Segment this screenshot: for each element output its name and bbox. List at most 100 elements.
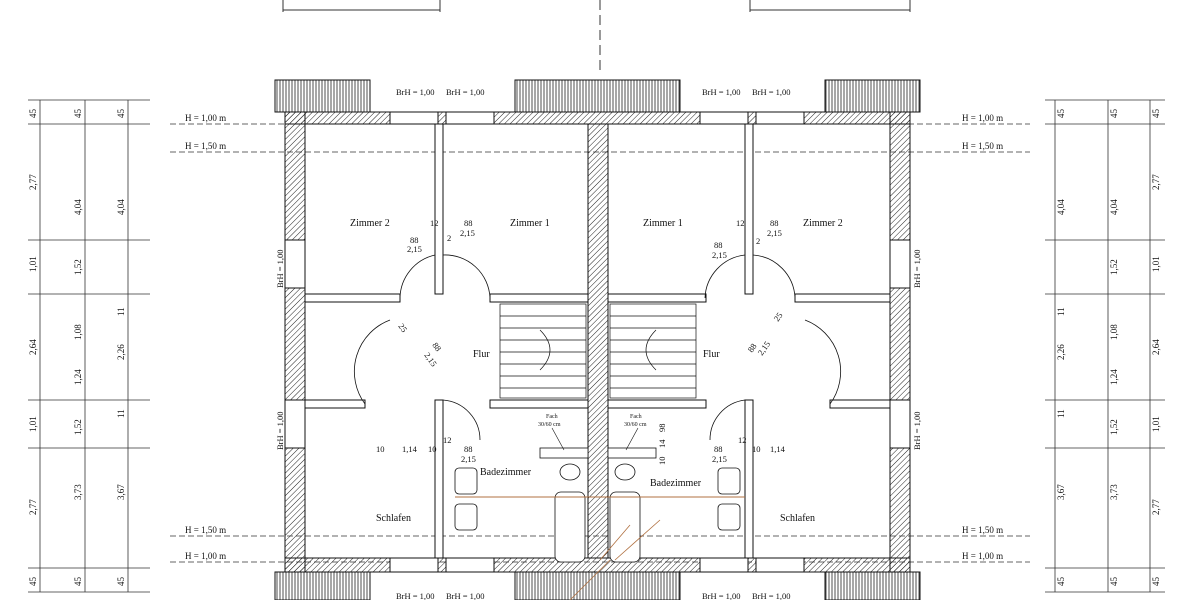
door-swings <box>353 254 842 441</box>
dim-right-277: 2,77 <box>1151 174 1161 190</box>
dim-215-flur-l: 2,15 <box>422 350 439 368</box>
dim-right-in-45-top: 45 <box>1056 109 1066 119</box>
dim-right-mid-124: 1,24 <box>1109 369 1119 385</box>
h150-right-bottom: H = 1,50 m <box>962 525 1003 535</box>
dim-885-bl: 88 <box>464 444 473 454</box>
dim-mid-152b: 1,52 <box>73 419 83 435</box>
room-schlafen-left: Schlafen <box>376 513 411 524</box>
dim-10-v: 10 <box>657 457 667 466</box>
dim-mid-108: 1,08 <box>73 324 83 340</box>
dim-114-l: 1,14 <box>402 444 418 454</box>
dim-12-bl: 12 <box>443 435 452 445</box>
dim-right-mid-108: 1,08 <box>1109 324 1119 340</box>
dim-left-45-bottom: 45 <box>28 577 38 587</box>
dim-right-45-bottom: 45 <box>1151 577 1161 587</box>
dim-215-br: 2,15 <box>712 454 727 464</box>
dim-left-101: 1,01 <box>28 256 38 272</box>
top-grid-lines <box>282 0 911 70</box>
dim-12-br: 12 <box>738 435 747 445</box>
staircase-right <box>609 303 697 399</box>
brh-top-4: BrH = 1,00 <box>752 87 791 97</box>
fach-labels: Fach 30/60 cm Fach 30/60 cm <box>538 414 647 428</box>
room-schlafen-right: Schlafen <box>780 513 815 524</box>
brh-bottom-2: BrH = 1,00 <box>446 591 485 600</box>
dim-left-101b: 1,01 <box>28 416 38 432</box>
dim-left-45-top: 45 <box>28 109 38 119</box>
ventilation-arrows <box>569 519 661 600</box>
fach-left: Fach <box>546 414 558 420</box>
dim-in-45-bottom: 45 <box>116 577 126 587</box>
dim-right-mid-152b: 1,52 <box>1109 419 1119 435</box>
dim-10-r: 10 <box>752 444 761 454</box>
window-openings <box>284 111 911 573</box>
brh-bottom-3: BrH = 1,00 <box>702 591 741 600</box>
room-badezimmer-right: Badezimmer <box>650 478 702 489</box>
height-labels: H = 1,00 m H = 1,50 m H = 1,00 m H = 1,5… <box>185 113 1003 561</box>
dim-10-l: 10 <box>376 444 385 454</box>
dim-mid-152: 1,52 <box>73 259 83 275</box>
dim-right-in-226: 2,26 <box>1056 344 1066 360</box>
dim-25-flur-r: 25 <box>771 310 784 323</box>
dim-right-in-11: 11 <box>1056 307 1066 316</box>
dim-right-mid-45-top: 45 <box>1109 109 1119 119</box>
dim-mid-373: 3,73 <box>73 484 83 500</box>
h150-left-bottom: H = 1,50 m <box>185 525 226 535</box>
room-badezimmer-left: Badezimmer <box>480 467 532 478</box>
dim-right-mid-152: 1,52 <box>1109 259 1119 275</box>
brh-labels: BrH = 1,00 BrH = 1,00 BrH = 1,00 BrH = 1… <box>275 87 922 600</box>
dim-215-l: 2,15 <box>460 228 475 238</box>
dim-885-l: 88 <box>464 218 473 228</box>
dim-215-r2: 2,15 <box>712 250 727 260</box>
dim-10b-l: 10 <box>428 444 437 454</box>
dim-885-r2: 88 <box>714 240 723 250</box>
dim-right-45-top: 45 <box>1151 109 1161 119</box>
staircase-left <box>499 303 587 399</box>
dim-right-mid-404: 4,04 <box>1109 199 1119 215</box>
dim-12-l: 12 <box>430 218 439 228</box>
brh-top-2: BrH = 1,00 <box>446 87 485 97</box>
h100-left-bottom: H = 1,00 m <box>185 551 226 561</box>
room-names: Zimmer 2 Zimmer 1 Zimmer 1 Zimmer 2 Flur… <box>350 218 843 524</box>
dim-215-l2: 2,15 <box>407 244 422 254</box>
dim-right-101b: 1,01 <box>1151 416 1161 432</box>
dim-215-r: 2,15 <box>767 228 782 238</box>
dim-114-r: 1,14 <box>770 444 786 454</box>
dim-25-flur-l: 25 <box>396 321 409 334</box>
fach-size-right: 30/60 cm <box>624 422 647 428</box>
door-dim-labels: 12 88 2,15 88 2,15 2 12 88 2,15 88 2,15 … <box>376 218 786 465</box>
h100-right-top: H = 1,00 m <box>962 113 1003 123</box>
brh-side-right-2: BrH = 1,00 <box>912 411 922 450</box>
brh-side-right-1: BrH = 1,00 <box>912 249 922 288</box>
dim-in-45-top: 45 <box>116 109 126 119</box>
dim-14: 14 <box>657 439 667 448</box>
brh-top-3: BrH = 1,00 <box>702 87 741 97</box>
dim-in-367: 3,67 <box>116 484 126 500</box>
dim-in-11b: 11 <box>116 409 126 418</box>
room-zimmer1-right: Zimmer 1 <box>643 218 683 229</box>
dim-left-264: 2,64 <box>28 339 38 355</box>
bottom-balconies <box>274 571 921 600</box>
dim-885-l2: 88 <box>410 235 419 245</box>
dim-mid-45-top: 45 <box>73 109 83 119</box>
fach-leader-lines <box>551 427 639 451</box>
dim-98: 98 <box>657 424 667 433</box>
dim-215-bl: 2,15 <box>461 454 476 464</box>
dim-right-mid-45-bottom: 45 <box>1109 577 1119 587</box>
room-flur-left: Flur <box>473 349 490 360</box>
h150-left-top: H = 1,50 m <box>185 141 226 151</box>
dim-chains <box>28 99 1165 593</box>
dim-in-226: 2,26 <box>116 344 126 360</box>
left-dims: 45 2,77 1,01 2,64 1,01 2,77 45 45 4,04 1… <box>28 109 126 587</box>
dim-2-l: 2 <box>447 233 451 243</box>
dim-right-in-11b: 11 <box>1056 409 1066 418</box>
bathroom-fixtures <box>454 447 741 563</box>
fach-right: Fach <box>630 414 642 420</box>
dim-885-r: 88 <box>770 218 779 228</box>
dim-right-264: 2,64 <box>1151 339 1161 355</box>
room-zimmer2-left: Zimmer 2 <box>350 218 390 229</box>
dim-right-101: 1,01 <box>1151 256 1161 272</box>
dim-2-r: 2 <box>756 236 760 246</box>
dim-right-mid-373: 3,73 <box>1109 484 1119 500</box>
party-wall <box>587 123 609 559</box>
